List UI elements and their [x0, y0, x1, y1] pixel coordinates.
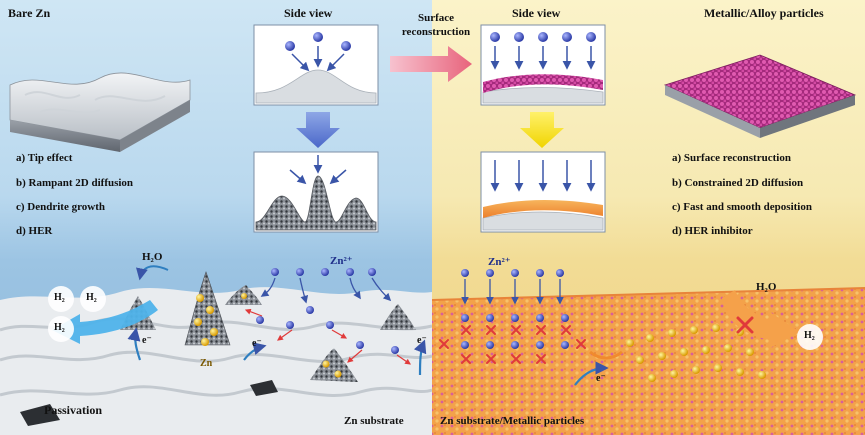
metallic-substrate — [432, 269, 865, 435]
zn-ion-label-left: Zn²⁺ — [330, 254, 353, 267]
zn-substrate-label: Zn substrate — [344, 415, 404, 427]
metallic-substrate-label: Zn substrate/Metallic particles — [440, 415, 584, 427]
zn-ion-label-right: Zn²⁺ — [488, 255, 511, 268]
h2o-label-left: H₂O — [142, 251, 162, 263]
side-view-label-left: Side view — [284, 6, 332, 21]
bare-zn-block — [10, 73, 190, 152]
side-view-label-right: Side view — [512, 6, 560, 21]
bare-zn-title: Bare Zn — [8, 6, 50, 21]
benefit-item-b: b) Constrained 2D diffusion — [672, 177, 803, 189]
electron-label-left-1: e⁻ — [142, 335, 152, 346]
issue-item-b: b) Rampant 2D diffusion — [16, 177, 133, 189]
issue-item-d: d) HER — [16, 225, 52, 237]
electron-label-left-2: e⁻ — [252, 338, 262, 349]
electron-label-right: e⁻ — [596, 373, 606, 384]
passivation-label: Passivation — [44, 403, 102, 418]
zn-label: Zn — [200, 358, 212, 369]
h2o-label-right: H₂O — [756, 281, 776, 293]
down-arrow-left — [296, 112, 340, 148]
h2-label-right: H₂ — [804, 330, 815, 341]
issue-item-a: a) Tip effect — [16, 152, 72, 164]
issue-item-c: c) Dendrite growth — [16, 201, 105, 213]
surface-reconstruction-label-line1: Surface — [400, 12, 472, 24]
metallic-particles-block — [665, 55, 855, 138]
electron-label-left-3: e⁻ — [417, 335, 427, 346]
h2-label-left-2: H₂ — [86, 292, 97, 303]
surface-reconstruction-label-line2: reconstruction — [396, 26, 476, 38]
h2-label-left-3: H₂ — [54, 322, 65, 333]
benefit-item-c: c) Fast and smooth deposition — [672, 201, 812, 213]
benefit-item-d: d) HER inhibitor — [672, 225, 753, 237]
surface-reconstruction-arrow — [390, 46, 472, 82]
h2-label-left-1: H₂ — [54, 292, 65, 303]
benefit-item-a: a) Surface reconstruction — [672, 152, 791, 164]
down-arrow-right — [520, 112, 564, 148]
metallic-particles-title: Metallic/Alloy particles — [704, 6, 824, 21]
